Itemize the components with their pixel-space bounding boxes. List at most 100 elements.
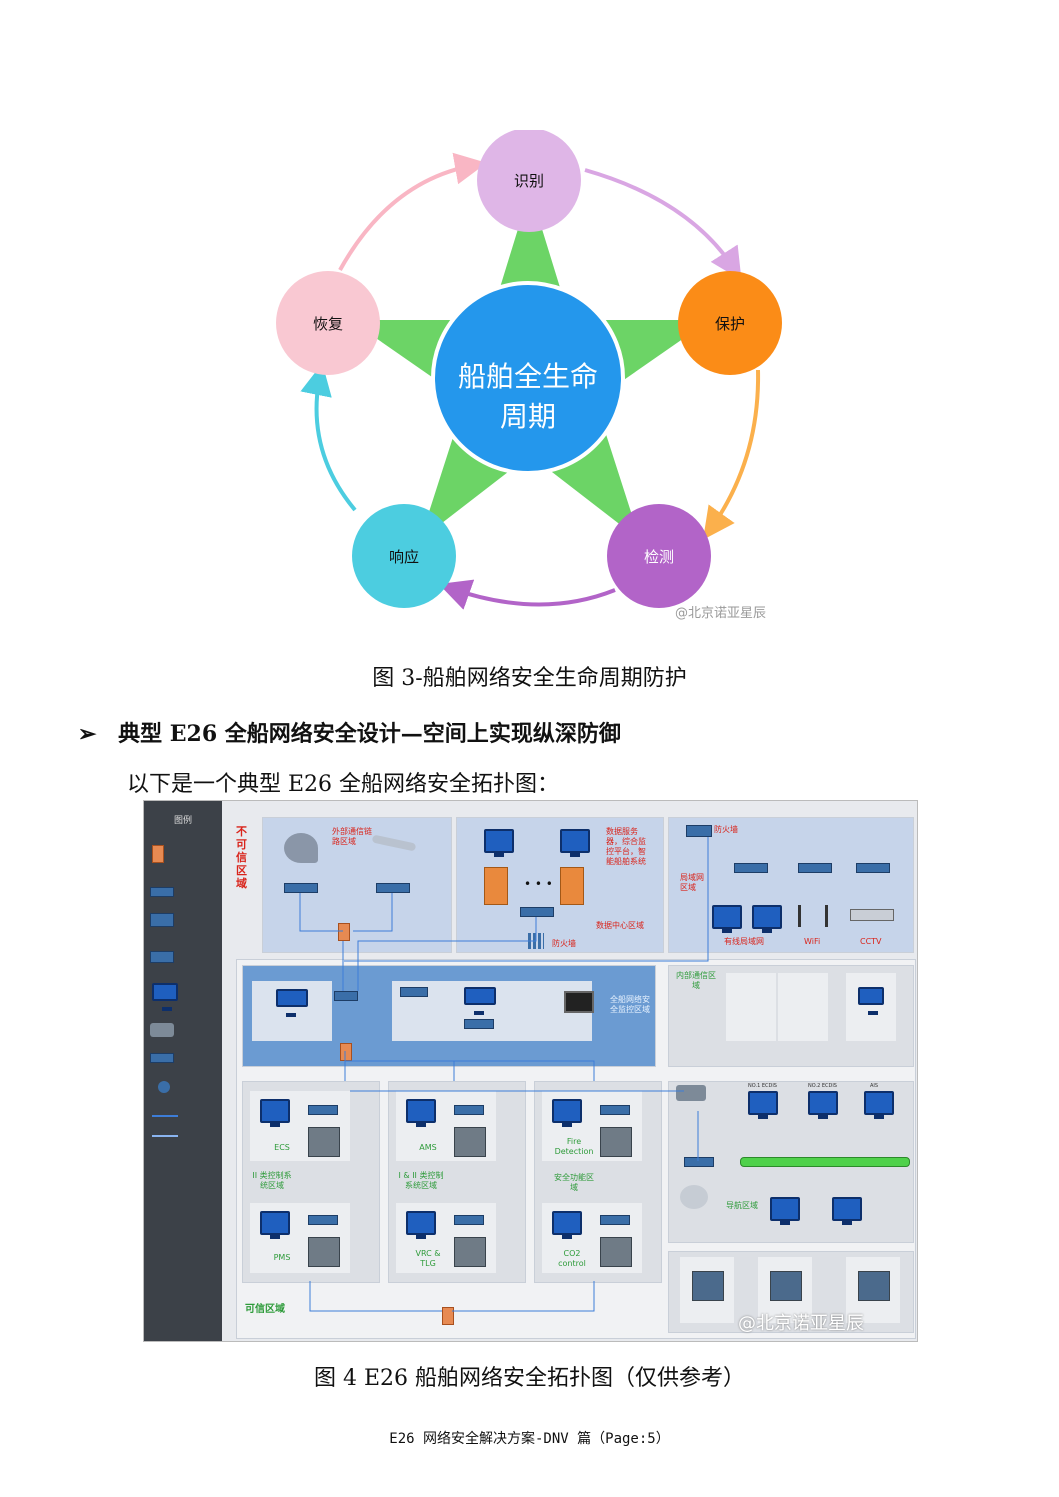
nav-pc-2 [832,1197,862,1225]
arrow-respond-recover [300,363,357,512]
nav-zone-label: 导航区域 [726,1201,758,1210]
ais-pc [864,1091,894,1119]
node-respond [352,504,456,608]
legend-firewall-icon [152,845,164,863]
dc-firewall-label: 防火墙 [552,939,576,948]
external-link-label: 外部通信链路区域 [332,827,372,846]
ecs-switch [308,1105,338,1115]
pms-monitor [260,1211,290,1239]
lan-pc-2 [752,905,782,933]
cluster-switch-2 [400,987,428,997]
wired-lan-label: 有线局域网 [724,937,764,946]
ecs-monitor [260,1099,290,1127]
lifecycle-svg [276,128,782,610]
cluster-zone-label: 全船网络安全监控区域 [610,995,650,1014]
ecs-rack [308,1127,340,1157]
center-circle [431,281,625,475]
vrc-label: VRC & TLG [415,1249,441,1268]
lan-switch-1 [734,863,768,873]
cabinet-1-rack [692,1271,724,1301]
arrow-identify-protect [584,168,742,281]
legend-switch-icon-3 [150,951,174,963]
legend-switch-icon-4 [150,1053,174,1063]
data-center-zone-label: 数据中心区域 [596,921,644,930]
node-detect [607,504,711,608]
trusted-zone-label: 可信区域 [245,1304,285,1315]
center-label-1: 船舶全生命 [457,360,598,393]
legend-line-1 [152,1115,178,1117]
lan-switch-3 [856,863,890,873]
lan-zone [668,817,914,953]
zone-l12-label: I & II 类控制系统区域 [398,1171,444,1190]
cabinet-3-rack [858,1271,890,1301]
dc-server-1 [484,867,508,905]
fire-monitor [552,1099,582,1127]
arrow-recover-identify [338,152,487,271]
node-respond-label: 响应 [388,548,419,566]
center-label-2: 周期 [499,400,556,433]
nav-router [676,1085,706,1101]
heading-text: 典型 E26 全船网络安全设计—空间上实现纵深防御 [118,721,621,747]
node-protect [678,271,782,375]
bottom-firewall [442,1307,454,1325]
comms-display-icon [858,987,884,1015]
fire-label: Fire Detection [554,1137,594,1156]
ams-label: AMS [419,1143,437,1152]
ais-label: AIS [870,1083,879,1089]
figure4-caption: 图 4 E26 船舶网络安全拓扑图（仅供参考） [313,1366,746,1391]
vrc-switch [454,1215,484,1225]
legend-line-2 [152,1135,178,1137]
cluster-switch-3 [464,1019,494,1029]
legend-router-icon [150,1023,174,1037]
ecdis-2-label: NO.2 ECDIS [808,1083,837,1089]
cluster-monitor-1 [276,989,308,1017]
legend-switch-icon-2 [150,913,174,927]
dc-monitor-2 [560,829,590,857]
nav-pc-1 [770,1197,800,1225]
ecs-label: ECS [274,1143,290,1152]
cluster-core-switch [334,991,358,1001]
vrc-monitor [406,1211,436,1239]
node-identify-label: 识别 [513,172,544,190]
pms-switch [308,1215,338,1225]
cluster-tablet [564,991,594,1013]
topology-lines [299,837,709,1312]
external-firewall [338,923,350,941]
data-center-desc: 数据服务器，综合监控平台，智能船舶系统 [606,827,646,866]
satellite-dish-icon [284,833,318,863]
heading-bullet: ➢ [78,721,97,747]
safety-zone-label: 安全功能区域 [554,1173,594,1192]
lan-switch-2 [798,863,832,873]
ecdis-2 [808,1091,838,1119]
ams-monitor [406,1099,436,1127]
wifi-label: WiFi [804,937,821,946]
node-identify [477,128,581,232]
internal-comms-label: 内部通信区域 [676,971,716,990]
lan-firewall-icon [686,825,712,837]
fire-rack [600,1127,632,1157]
untrusted-zone-label: 不可信区域 [236,825,247,890]
co2-switch [600,1215,630,1225]
legend-title: 图例 [173,816,192,826]
comms-display-box [846,973,896,1041]
legend-switch-icon [150,887,174,897]
dc-server-2 [560,867,584,905]
fig4-watermark: @北京诺亚星辰 [738,1313,864,1334]
modem-2 [376,883,410,893]
vrc-rack [454,1237,486,1267]
nav-switch [684,1157,714,1167]
node-recover-label: 恢复 [312,315,343,333]
comms-phone-box [726,973,776,1041]
intro-paragraph: 以下是一个典型 E26 全船网络安全拓扑图： [127,772,560,797]
dc-monitor-1 [484,829,514,857]
arrow-protect-detect [703,369,761,540]
section-heading: ➢ 典型 E26 全船网络安全设计—空间上实现纵深防御 [78,716,621,748]
topology-diagram: 图例 不可信区域 外部通信链路区域 数据服务器，综合监控平台，智能船舶系统 数据… [143,800,918,1342]
cctv-label: CCTV [860,937,882,946]
cabinet-2-rack [770,1271,802,1301]
figure3-caption: 图 3-船舶网络安全生命周期防护 [372,666,687,691]
page-footer: E26 网络安全解决方案-DNV 篇（Page:5） [389,1431,670,1447]
co2-label: CO2 control [558,1249,586,1268]
modem-1 [284,883,318,893]
wifi-antenna-icon [798,905,828,927]
